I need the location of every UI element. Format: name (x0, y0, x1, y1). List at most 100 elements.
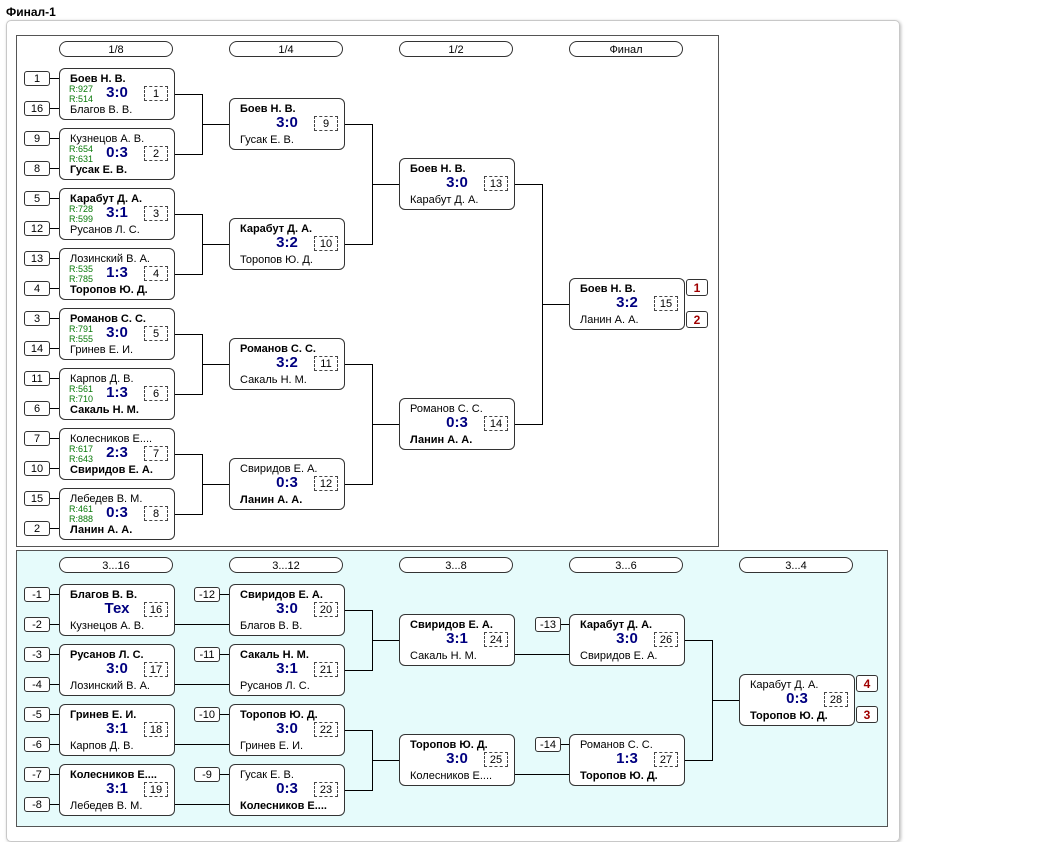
player-top[interactable]: Гусак Е. В. (240, 769, 294, 781)
player-bottom[interactable]: Колесников Е.... (410, 770, 493, 782)
player-bottom[interactable]: Свиридов Е. А. (580, 650, 658, 662)
player-bottom[interactable]: Ланин А. А. (410, 434, 473, 446)
player-bottom[interactable]: Карабут Д. А. (410, 194, 479, 206)
player-top[interactable]: Благов В. В. (70, 589, 138, 601)
player-bottom[interactable]: Русанов Л. С. (240, 680, 310, 692)
player-bottom[interactable]: Благов В. В. (70, 104, 133, 116)
player-bottom[interactable]: Торопов Ю. Д. (750, 710, 828, 722)
player-top[interactable]: Русанов Л. С. (70, 649, 144, 661)
player-top[interactable]: Кузнецов А. В. (70, 133, 145, 145)
player-bottom[interactable]: Лозинский В. А. (70, 680, 150, 692)
player-bottom[interactable]: Русанов Л. С. (70, 224, 140, 236)
player-top[interactable]: Боев Н. В. (70, 73, 126, 85)
player-top[interactable]: Карабут Д. А. (580, 619, 653, 631)
player-top[interactable]: Карабут Д. А. (70, 193, 143, 205)
bracket-connector (50, 438, 59, 439)
player-bottom[interactable]: Торопов Ю. Д. (240, 254, 313, 266)
player-top[interactable]: Торопов Ю. Д. (410, 739, 488, 751)
player-bottom[interactable]: Гусак Е. В. (70, 164, 128, 176)
round-header: 3...12 (229, 557, 343, 573)
bracket-connector (175, 454, 202, 455)
player-bottom[interactable]: Торопов Ю. Д. (580, 770, 658, 782)
bracket-connector (175, 394, 202, 395)
match-number: 20 (314, 602, 338, 617)
player-bottom[interactable]: Лебедев В. М. (70, 800, 143, 812)
player-top[interactable]: Свиридов Е. А. (410, 619, 493, 631)
player-bottom[interactable]: Благов В. В. (240, 620, 303, 632)
player-top[interactable]: Сакаль Н. М. (240, 649, 309, 661)
player-bottom[interactable]: Гринев Е. И. (240, 740, 304, 752)
player-top[interactable]: Боев Н. В. (240, 103, 296, 115)
bracket-connector (175, 154, 202, 155)
player-bottom[interactable]: Колесников Е.... (240, 800, 327, 812)
player-top[interactable]: Боев Н. В. (410, 163, 466, 175)
match-score: 3:0 (106, 660, 128, 677)
player-top[interactable]: Романов С. С. (410, 403, 483, 415)
seed-box: 10 (24, 461, 50, 476)
player-bottom[interactable]: Сакаль Н. М. (70, 404, 139, 416)
player-bottom[interactable]: Кузнецов А. В. (70, 620, 145, 632)
match-score: 3:2 (616, 294, 638, 311)
player-top[interactable]: Боев Н. В. (580, 283, 636, 295)
player-top[interactable]: Лебедев В. М. (70, 493, 143, 505)
seed-box: -10 (194, 707, 220, 722)
player-bottom[interactable]: Сакаль Н. М. (410, 650, 477, 662)
player-bottom[interactable]: Торопов Ю. Д. (70, 284, 148, 296)
player-top[interactable]: Лозинский В. А. (70, 253, 150, 265)
player-top[interactable]: Торопов Ю. Д. (240, 709, 318, 721)
player-bottom[interactable]: Гусак Е. В. (240, 134, 294, 146)
player-bottom[interactable]: Свиридов Е. А. (70, 464, 153, 476)
bracket-connector (542, 304, 569, 305)
player-top[interactable]: Романов С. С. (580, 739, 653, 751)
player-bottom[interactable]: Ланин А. А. (240, 494, 303, 506)
match-score: 3:0 (616, 630, 638, 647)
seed-box: 9 (24, 131, 50, 146)
player-top[interactable]: Свиридов Е. А. (240, 589, 323, 601)
player-bottom[interactable]: Сакаль Н. М. (240, 374, 307, 386)
player-top[interactable]: Колесников Е.... (70, 433, 153, 445)
player-top[interactable]: Карпов Д. В. (70, 373, 134, 385)
player-top[interactable]: Романов С. С. (240, 343, 316, 355)
player-top[interactable]: Гринев Е. И. (70, 709, 137, 721)
place-box: 4 (856, 675, 878, 692)
player-top[interactable]: Колесников Е.... (70, 769, 157, 781)
player-bottom[interactable]: Ланин А. А. (70, 524, 133, 536)
player-bottom[interactable]: Гринев Е. И. (70, 344, 134, 356)
player-top[interactable]: Карабут Д. А. (750, 679, 819, 691)
player-top[interactable]: Свиридов Е. А. (240, 463, 318, 475)
player-bottom[interactable]: Карпов Д. В. (70, 740, 134, 752)
player-top[interactable]: Романов С. С. (70, 313, 146, 325)
bracket-connector (50, 228, 59, 229)
match-score: 3:1 (446, 630, 468, 647)
player-bottom[interactable]: Ланин А. А. (580, 314, 639, 326)
player-top[interactable]: Карабут Д. А. (240, 223, 313, 235)
